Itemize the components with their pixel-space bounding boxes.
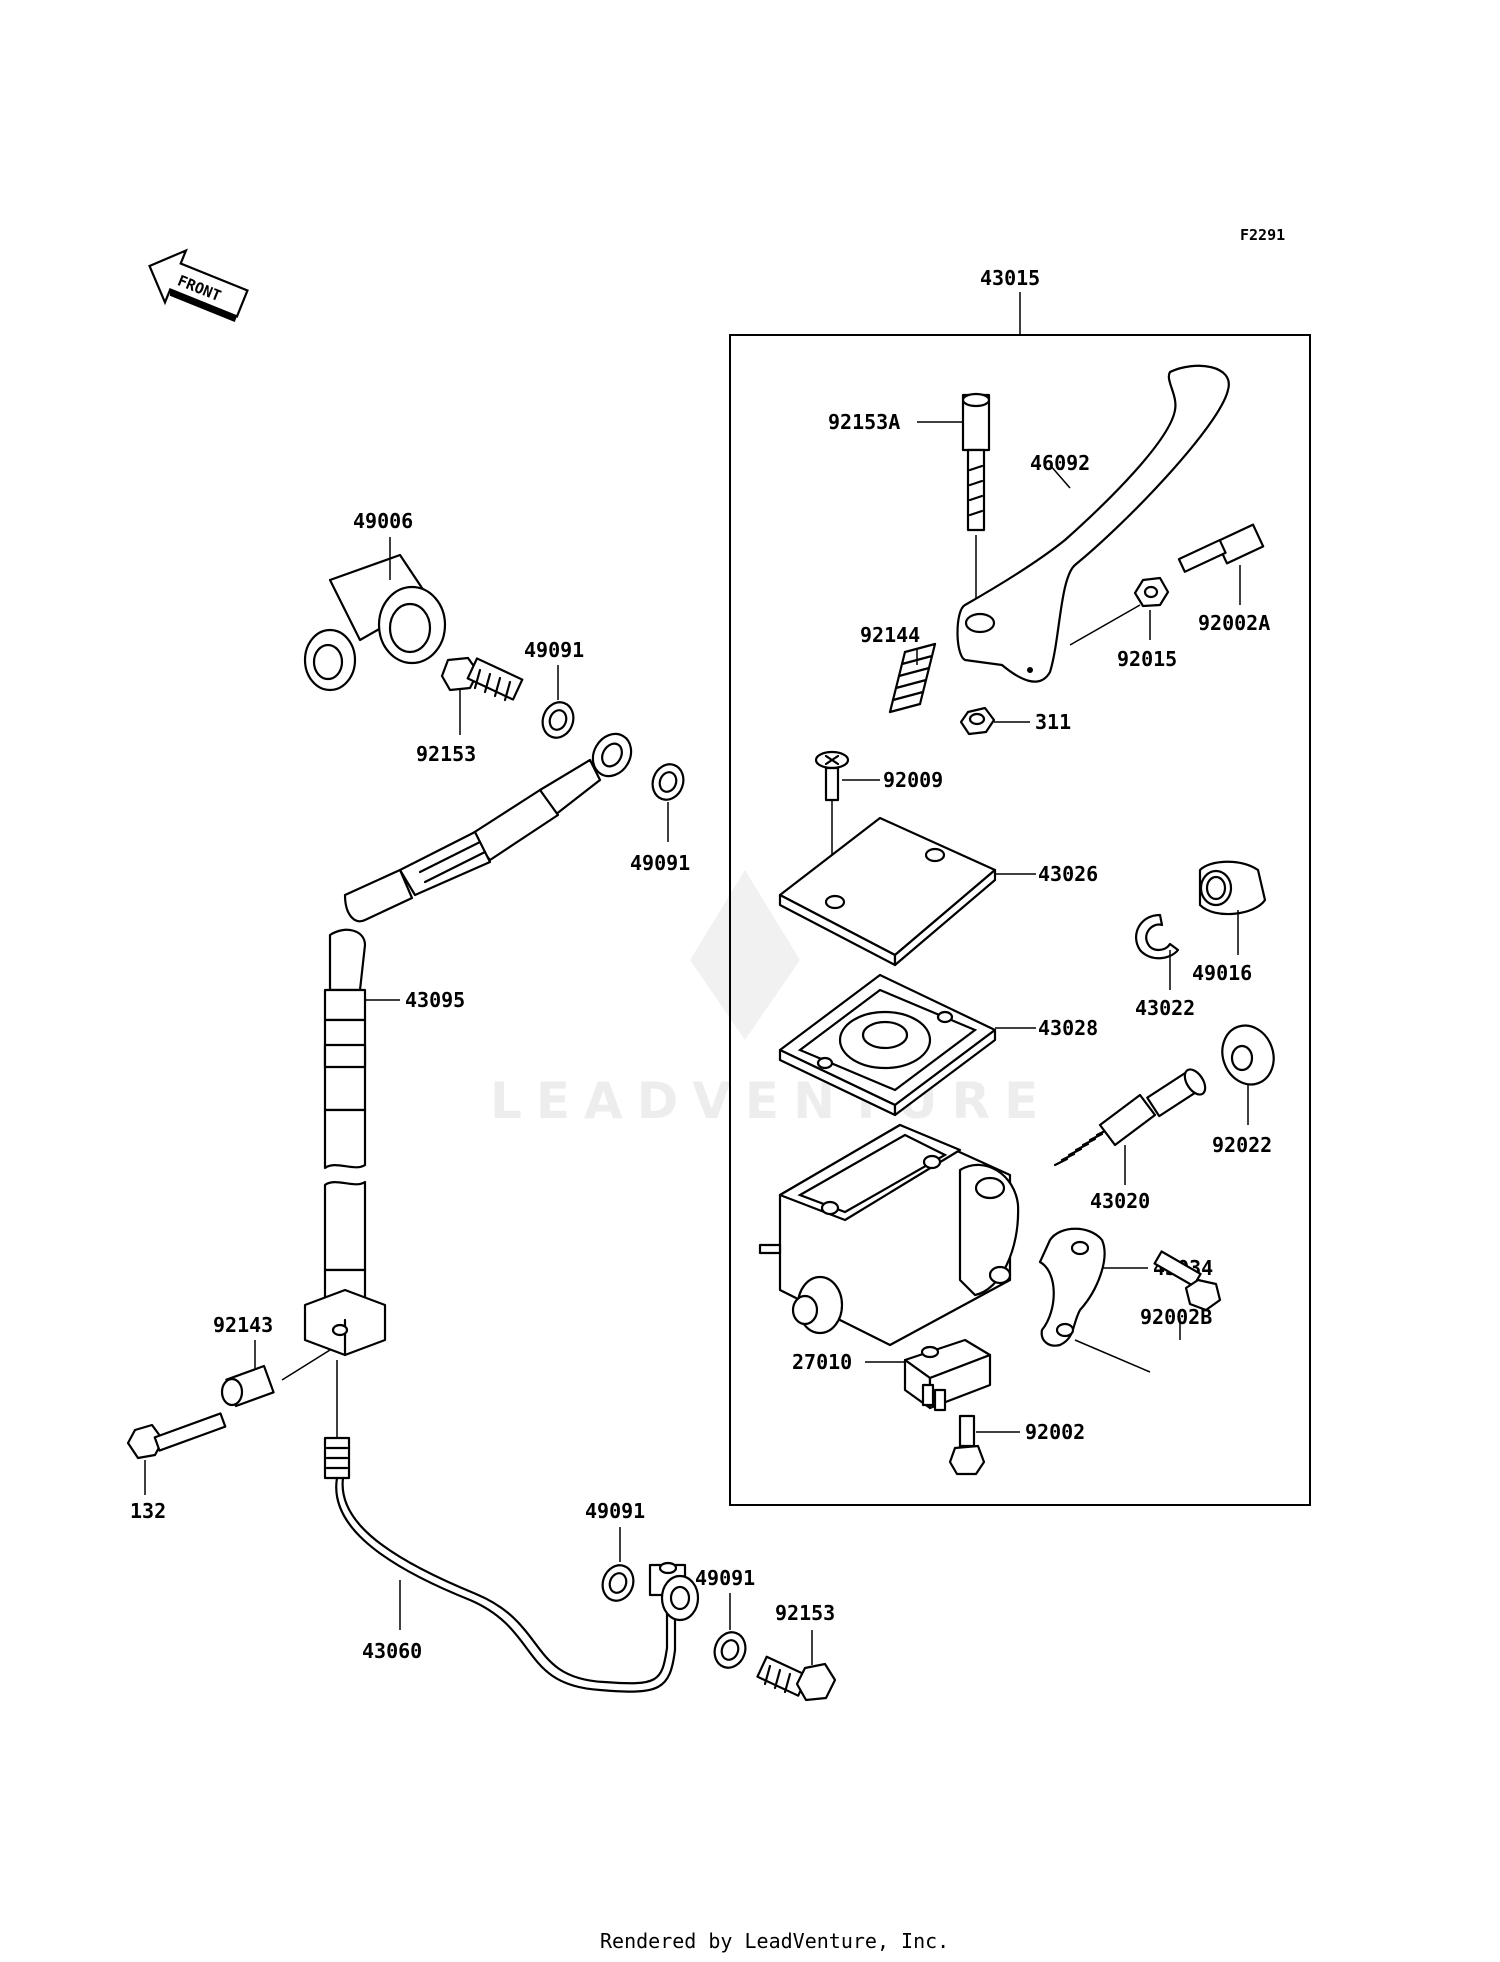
watermark-logo-icon (690, 870, 800, 1040)
label-49006: 49006 (353, 509, 413, 533)
spring-92144 (888, 642, 937, 714)
watermark: LEADVENTURE (490, 870, 1052, 1130)
label-92009: 92009 (883, 768, 943, 792)
washer-92022 (1221, 1024, 1275, 1086)
circlip-43022 (1134, 913, 1180, 960)
label-49091-d: 49091 (695, 1566, 755, 1590)
adjuster-bolt-92153A (961, 392, 991, 532)
banjo-bolt-92153-upper (440, 656, 524, 702)
switch-27010 (903, 1338, 992, 1412)
label-92022: 92022 (1212, 1133, 1272, 1157)
footer-credit: Rendered by LeadVenture, Inc. (600, 1929, 949, 1953)
label-46092: 46092 (1030, 451, 1090, 475)
label-43022: 43022 (1135, 996, 1195, 1020)
label-311: 311 (1035, 710, 1071, 734)
piston-kit-43020 (1053, 1068, 1207, 1167)
label-92015: 92015 (1117, 647, 1177, 671)
brake-pipe-43060 (323, 1360, 677, 1693)
watermark-text: LEADVENTURE (490, 1072, 1052, 1130)
washer-49091-c (601, 1564, 635, 1602)
label-92153-upper: 92153 (416, 742, 476, 766)
bolt-92002B (1153, 1250, 1222, 1312)
diaphragm-43028 (778, 973, 997, 1117)
diagram-code: F2291 (1240, 226, 1285, 244)
brake-lever-46092 (956, 364, 1230, 683)
label-92002: 92002 (1025, 1420, 1085, 1444)
nut-92015 (1133, 576, 1170, 608)
screw-92009 (814, 750, 850, 802)
nut-311 (959, 706, 996, 736)
master-cylinder-body (758, 1123, 1020, 1347)
bolt-132 (126, 1412, 227, 1460)
clamp-43034 (1038, 1227, 1106, 1347)
label-49091-c: 49091 (585, 1499, 645, 1523)
reservoir-cap-43026 (778, 816, 997, 967)
label-92002B: 92002B (1140, 1305, 1212, 1329)
label-92143: 92143 (213, 1313, 273, 1337)
screw-92002 (948, 1414, 986, 1476)
label-43015: 43015 (980, 266, 1040, 290)
label-43026: 43026 (1038, 862, 1098, 886)
label-92144: 92144 (860, 623, 920, 647)
washer-49091-d (713, 1631, 747, 1669)
label-43020: 43020 (1090, 1189, 1150, 1213)
label-49091-b: 49091 (630, 851, 690, 875)
label-92153-lower: 92153 (775, 1601, 835, 1625)
label-27010: 27010 (792, 1350, 852, 1374)
label-92153A: 92153A (828, 410, 900, 434)
label-43060: 43060 (362, 1639, 422, 1663)
label-43095: 43095 (405, 988, 465, 1012)
label-49091-a: 49091 (524, 638, 584, 662)
brake-hose-43095 (303, 732, 633, 1357)
collar-92143 (220, 1364, 275, 1408)
banjo-fitting-lower (648, 1561, 700, 1622)
cap-49006 (303, 553, 447, 692)
banjo-bolt-92153-lower (756, 1655, 837, 1702)
bolt-92002A (1177, 523, 1265, 573)
front-arrow-icon: FRONT (148, 248, 249, 322)
boot-49016 (1198, 860, 1267, 916)
washer-49091-a (541, 701, 575, 739)
washer-49091-b (651, 763, 685, 801)
label-132: 132 (130, 1499, 166, 1523)
label-49016: 49016 (1192, 961, 1252, 985)
label-92002A: 92002A (1198, 611, 1270, 635)
label-43028: 43028 (1038, 1016, 1098, 1040)
